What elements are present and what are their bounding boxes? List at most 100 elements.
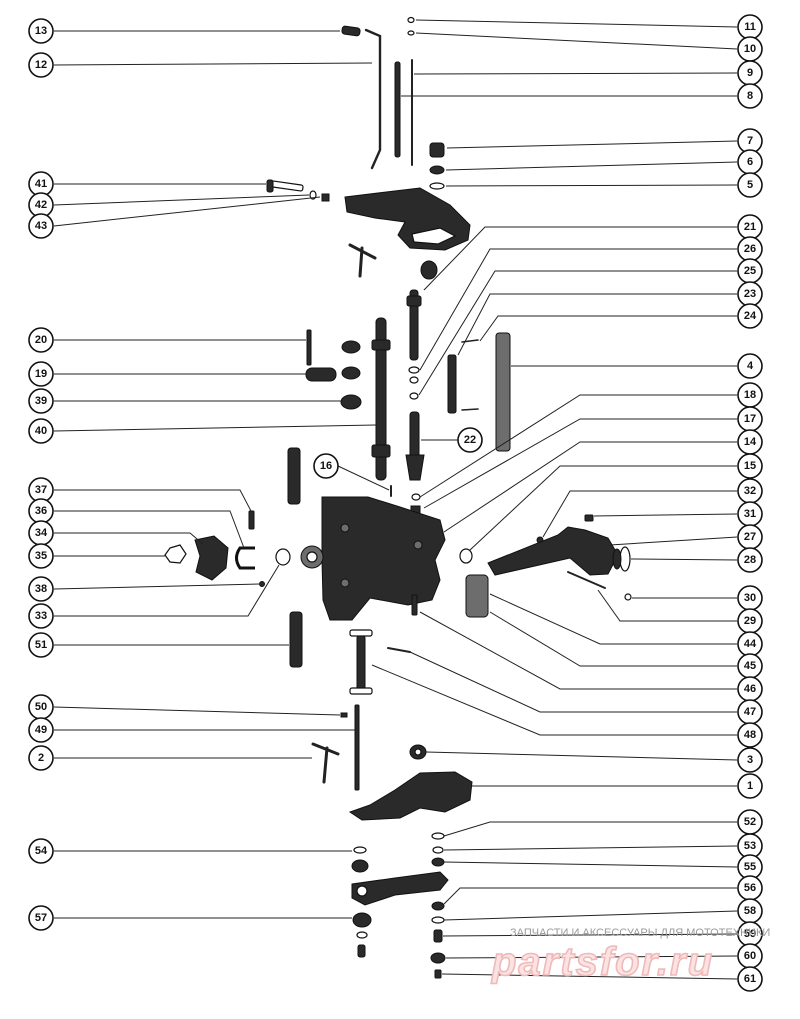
callout-45: 45 <box>737 653 763 679</box>
callout-label-49: 49 <box>35 724 47 736</box>
watermark-caption: ЗАПЧАСТИ И АКСЕССУАРЫ ДЛЯ МОТОТЕХНИКИ <box>510 927 770 939</box>
callout-40: 40 <box>28 418 54 444</box>
callout-label-42: 42 <box>35 199 47 211</box>
callout-57: 57 <box>28 905 54 931</box>
callout-label-25: 25 <box>744 265 756 277</box>
callout-label-57: 57 <box>35 912 47 924</box>
callout-label-10: 10 <box>744 43 756 55</box>
callout-21: 21 <box>737 214 763 240</box>
callout-label-8: 8 <box>747 90 753 102</box>
callout-5: 5 <box>737 172 763 198</box>
callout-49: 49 <box>28 717 54 743</box>
callout-label-44: 44 <box>744 638 757 650</box>
callout-10: 10 <box>737 36 763 62</box>
callout-label-20: 20 <box>35 334 47 346</box>
callout-17: 17 <box>737 406 763 432</box>
callout-label-53: 53 <box>744 840 756 852</box>
leader-lines <box>53 19 738 980</box>
callout-label-19: 19 <box>35 368 47 380</box>
callout-18: 18 <box>737 382 763 408</box>
callout-32: 32 <box>737 478 763 504</box>
callout-3: 3 <box>737 747 763 773</box>
callout-label-4: 4 <box>747 360 754 372</box>
callout-2: 2 <box>28 745 54 771</box>
callout-31: 31 <box>737 501 763 527</box>
callout-label-26: 26 <box>744 243 756 255</box>
callout-label-60: 60 <box>744 950 756 962</box>
callout-label-50: 50 <box>35 701 47 713</box>
callout-58: 58 <box>737 898 763 924</box>
callout-label-38: 38 <box>35 583 47 595</box>
callout-label-34: 34 <box>35 527 48 539</box>
callout-label-15: 15 <box>744 460 756 472</box>
callout-label-17: 17 <box>744 413 756 425</box>
callout-label-52: 52 <box>744 816 756 828</box>
callout-label-16: 16 <box>320 460 332 472</box>
callout-26: 26 <box>737 236 763 262</box>
callout-label-46: 46 <box>744 683 756 695</box>
callout-11: 11 <box>737 14 763 40</box>
watermark: ЗАПЧАСТИ И АКСЕССУАРЫ ДЛЯ МОТОТЕХНИКИ pa… <box>490 927 770 985</box>
callout-37: 37 <box>28 477 54 503</box>
callouts-center: 22 16 <box>313 427 483 479</box>
callout-14: 14 <box>737 429 763 455</box>
callout-24: 24 <box>737 303 763 329</box>
callout-48: 48 <box>737 722 763 748</box>
callout-52: 52 <box>737 809 763 835</box>
callout-label-43: 43 <box>35 220 47 232</box>
callout-label-23: 23 <box>744 288 756 300</box>
callout-29: 29 <box>737 608 763 634</box>
callout-label-3: 3 <box>747 754 753 766</box>
callouts-right: 11 10 9 8 7 6 5 21 26 25 23 24 4 18 17 1… <box>737 14 763 992</box>
callout-label-5: 5 <box>747 179 753 191</box>
callout-51: 51 <box>28 632 54 658</box>
callout-label-37: 37 <box>35 484 47 496</box>
callout-label-29: 29 <box>744 615 756 627</box>
callout-28: 28 <box>737 547 763 573</box>
callout-30: 30 <box>737 585 763 611</box>
callout-label-14: 14 <box>744 436 757 448</box>
callouts-left: 13 12 41 42 43 20 19 39 40 37 36 34 35 3… <box>28 18 54 931</box>
callout-1: 1 <box>737 773 763 799</box>
callout-46: 46 <box>737 676 763 702</box>
callout-44: 44 <box>737 631 763 657</box>
callout-label-40: 40 <box>35 425 47 437</box>
callout-56: 56 <box>737 875 763 901</box>
callout-33: 33 <box>28 603 54 629</box>
callout-label-32: 32 <box>744 485 756 497</box>
callout-label-30: 30 <box>744 592 756 604</box>
callout-label-21: 21 <box>744 221 756 233</box>
callout-label-27: 27 <box>744 531 756 543</box>
callout-label-13: 13 <box>35 25 47 37</box>
callout-label-45: 45 <box>744 660 756 672</box>
callout-label-22: 22 <box>464 434 476 446</box>
callout-38: 38 <box>28 576 54 602</box>
callout-label-7: 7 <box>747 135 753 147</box>
callout-label-9: 9 <box>747 67 753 79</box>
callout-4: 4 <box>737 353 763 379</box>
callout-label-2: 2 <box>38 752 44 764</box>
callout-61: 61 <box>737 966 763 992</box>
callout-23: 23 <box>737 281 763 307</box>
lower-swivel-bracket <box>348 771 473 821</box>
link-rod <box>341 25 382 170</box>
callout-9: 9 <box>737 60 763 86</box>
callout-43: 43 <box>28 213 54 239</box>
callout-label-41: 41 <box>35 178 47 190</box>
callout-47: 47 <box>737 699 763 725</box>
callout-39: 39 <box>28 388 54 414</box>
watermark-brand-fill: partsfor.ru <box>491 940 714 984</box>
callout-6: 6 <box>737 149 763 175</box>
callout-22: 22 <box>457 427 483 453</box>
callout-label-28: 28 <box>744 554 756 566</box>
main-bracket-casting <box>287 447 446 621</box>
callout-label-6: 6 <box>747 156 753 168</box>
callout-19: 19 <box>28 361 54 387</box>
callout-60: 60 <box>737 943 763 969</box>
callout-16: 16 <box>313 453 339 479</box>
callout-label-36: 36 <box>35 505 47 517</box>
callout-label-56: 56 <box>744 882 756 894</box>
callout-label-33: 33 <box>35 610 47 622</box>
callout-label-59: 59 <box>744 928 756 940</box>
